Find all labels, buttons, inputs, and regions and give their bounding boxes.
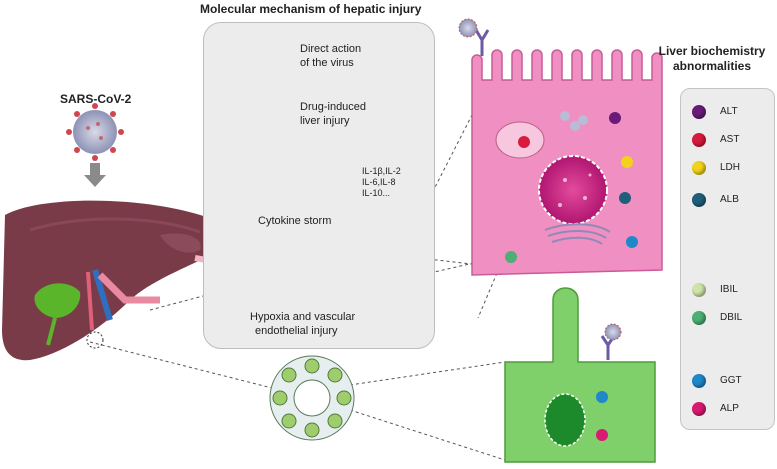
biochem-title-line2: abnormalities (672, 59, 752, 73)
virus-title: SARS-CoV-2 (60, 92, 132, 106)
legend-label: ALB (720, 194, 739, 205)
hypoxia-label-line2: endothelial injury (255, 325, 338, 337)
legend-label: AST (720, 134, 740, 145)
cytokines-line3: IL-10... (362, 188, 391, 198)
liver-illustration (2, 200, 247, 361)
ace2-receptor-icon (458, 18, 490, 56)
legend-label: ALT (720, 106, 738, 117)
legend-label: GGT (720, 375, 742, 386)
bile-duct-cross-section (269, 355, 355, 441)
ast-marker-icon (692, 133, 706, 147)
cytokines-line1: IL-1β,IL-2 (362, 166, 401, 176)
cholangiocyte-cell (504, 287, 656, 463)
cytokines-line2: IL-6,IL-8 (362, 177, 396, 187)
legend-label: ALP (720, 403, 739, 414)
cytokine-storm-label: Cytokine storm (258, 215, 332, 227)
hypoxia-label-line1: Hypoxia and vascular (250, 311, 356, 323)
drug-injury-label-line2: liver injury (300, 115, 350, 127)
direct-action-label-line1: Direct action (300, 43, 362, 55)
hepatocyte-enzymes (505, 112, 638, 263)
ldh-marker-icon (692, 161, 706, 175)
legend-label: IBIL (720, 284, 738, 295)
drug-injury-label-line1: Drug-induced (300, 101, 367, 113)
direct-action-label-line2: of the virus (300, 57, 354, 69)
alp-marker-icon (692, 402, 706, 416)
down-arrow-icon (84, 163, 106, 187)
dbil-marker-icon (692, 311, 706, 325)
sars-cov-2-virus-icon (66, 103, 124, 161)
ggt-marker-icon (692, 374, 706, 388)
mechanism-panel (203, 22, 435, 349)
mechanism-title: Molecular mechanism of hepatic injury (200, 2, 422, 16)
alb-marker-icon (692, 193, 706, 207)
biochem-title-line1: Liver biochemistry (658, 44, 766, 58)
legend-label: LDH (720, 162, 741, 173)
ibil-marker-icon (692, 283, 706, 297)
hepatocyte-cell (471, 49, 663, 276)
legend-label: DBIL (720, 312, 743, 323)
alt-marker-icon (692, 105, 706, 119)
